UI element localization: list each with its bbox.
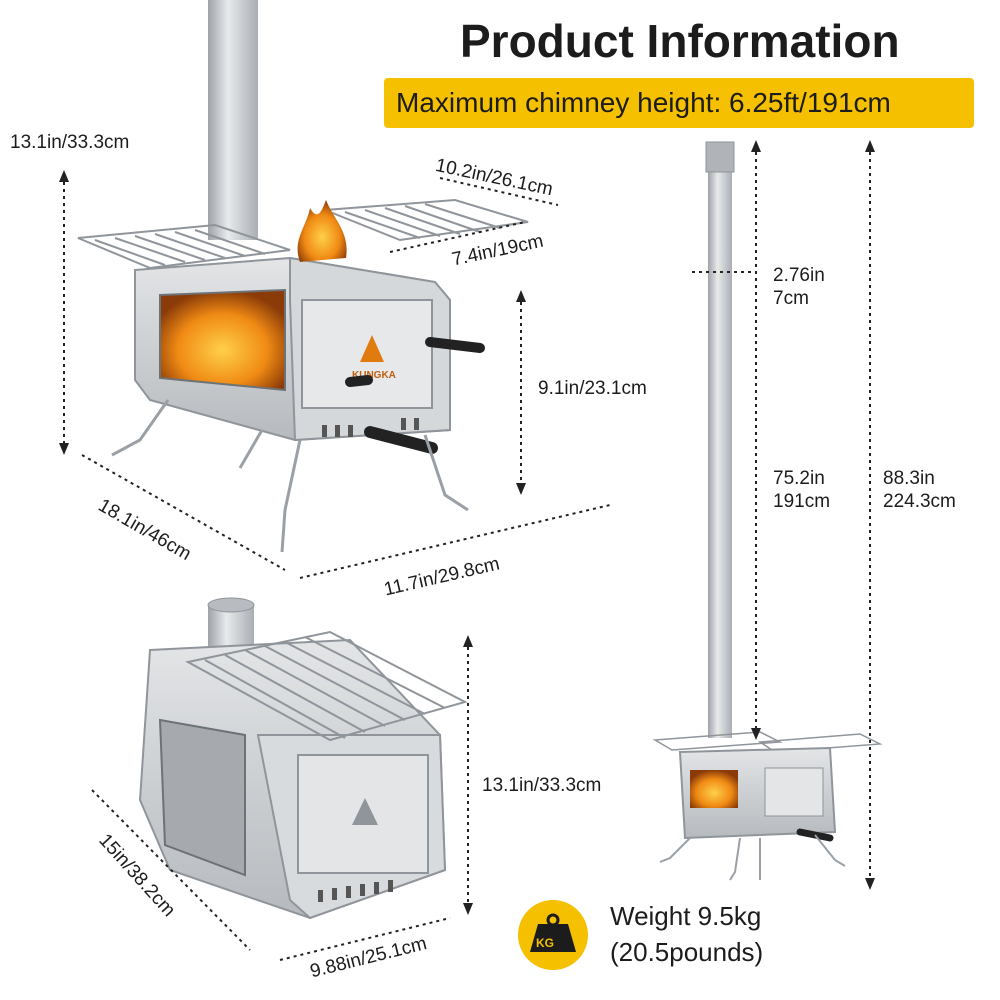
total-height-cm: 224.3cm: [883, 491, 956, 512]
chimney-pipe-in: 75.2in: [773, 468, 825, 489]
chimney-stove-image: [652, 141, 883, 881]
weight-icon: [518, 900, 588, 970]
body-height-label: 9.1in/23.1cm: [538, 378, 647, 399]
bottom-stove-image: [138, 597, 468, 920]
page-title: Product Information: [460, 15, 900, 67]
chimney-height-banner: Maximum chimney height: 6.25ft/191cm: [384, 78, 974, 128]
dimension-lines: [63, 145, 871, 961]
bottom-stove-height-label: 13.1in/33.3cm: [482, 775, 602, 796]
chimney-diameter-cm: 7cm: [773, 288, 809, 309]
weight-line-1: Weight 9.5kg: [610, 901, 762, 931]
total-height-in: 88.3in: [883, 468, 935, 489]
top-stove-image: KUNGKA: [77, 0, 529, 553]
chimney-pipe-cm: 191cm: [773, 491, 831, 512]
banner-text: Maximum chimney height: 6.25ft/191cm: [396, 87, 891, 118]
svg-text:KUNGKA: KUNGKA: [352, 370, 396, 381]
weight-info: Weight 9.5kg (20.5pounds): [610, 898, 763, 970]
chimney-diameter-in: 2.76in: [773, 265, 825, 286]
weight-line-2: (20.5pounds): [610, 937, 764, 967]
top-stove-height-label: 13.1in/33.3cm: [10, 132, 130, 153]
kg-badge-text: KG: [536, 936, 554, 950]
